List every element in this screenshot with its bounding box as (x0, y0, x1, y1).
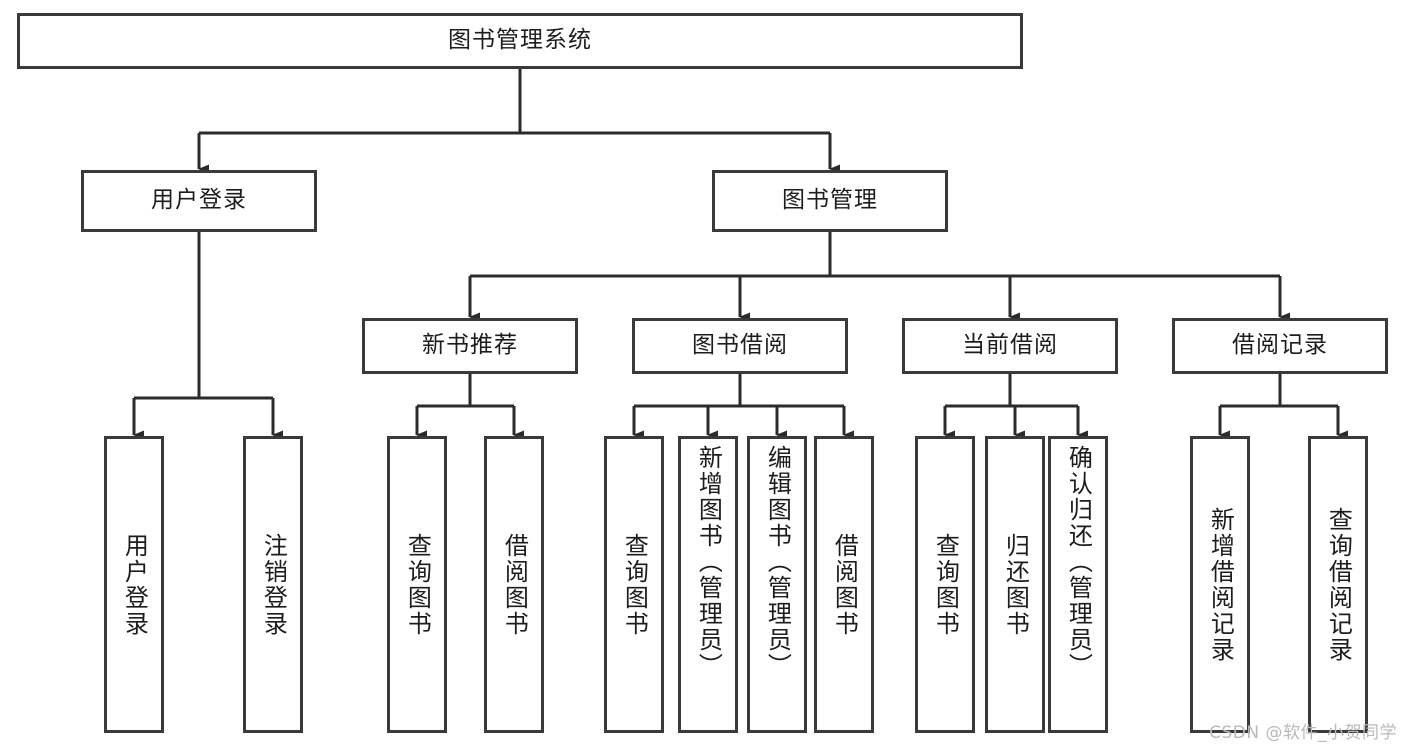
node-new-book-recommend[interactable]: 新书推荐 (362, 318, 578, 374)
leaf-record-add-record[interactable]: 新增借阅记录 (1190, 436, 1250, 733)
leaf-user-login[interactable]: 用户登录 (104, 436, 164, 733)
leaf-record-add-record-label: 新增借阅记录 (1206, 506, 1235, 663)
leaf-current-query-book[interactable]: 查询图书 (915, 436, 975, 733)
node-new-book-recommend-label: 新书推荐 (422, 332, 518, 359)
leaf-borrow-edit-book-admin[interactable]: 编辑图书（管理员） (747, 436, 807, 733)
node-book-borrow-label: 图书借阅 (692, 332, 788, 359)
node-root[interactable]: 图书管理系统 (17, 13, 1023, 69)
leaf-borrow-borrow-book-label: 借阅图书 (830, 532, 859, 637)
leaf-current-return-book[interactable]: 归还图书 (985, 436, 1045, 733)
leaf-current-query-book-label: 查询图书 (931, 532, 960, 637)
leaf-newbook-query-book[interactable]: 查询图书 (387, 436, 447, 733)
leaf-borrow-borrow-book[interactable]: 借阅图书 (814, 436, 874, 733)
leaf-record-query-record-label: 查询借阅记录 (1324, 506, 1353, 663)
leaf-user-logout[interactable]: 注销登录 (243, 436, 303, 733)
node-user-login-label: 用户登录 (151, 187, 247, 214)
leaf-borrow-edit-book-admin-label: 编辑图书（管理员） (763, 445, 792, 679)
connector-lines (132, 69, 1348, 440)
leaf-borrow-query-book[interactable]: 查询图书 (604, 436, 664, 733)
node-book-management[interactable]: 图书管理 (712, 170, 948, 232)
node-borrow-record-label: 借阅记录 (1232, 332, 1328, 359)
node-user-login[interactable]: 用户登录 (81, 170, 317, 232)
leaf-user-login-label: 用户登录 (120, 532, 149, 637)
node-book-management-label: 图书管理 (782, 187, 878, 214)
leaf-newbook-query-book-label: 查询图书 (403, 532, 432, 637)
node-book-borrow[interactable]: 图书借阅 (632, 318, 848, 374)
leaf-newbook-borrow-book[interactable]: 借阅图书 (484, 436, 544, 733)
leaf-current-confirm-return-admin[interactable]: 确认归还（管理员） (1048, 436, 1108, 733)
node-borrow-record[interactable]: 借阅记录 (1172, 318, 1388, 374)
leaf-borrow-add-book-admin-label: 新增图书（管理员） (694, 445, 723, 679)
leaf-borrow-query-book-label: 查询图书 (620, 532, 649, 637)
node-current-borrow-label: 当前借阅 (962, 332, 1058, 359)
leaf-current-return-book-label: 归还图书 (1001, 532, 1030, 637)
node-current-borrow[interactable]: 当前借阅 (902, 318, 1118, 374)
node-root-label: 图书管理系统 (448, 27, 592, 54)
leaf-borrow-add-book-admin[interactable]: 新增图书（管理员） (678, 436, 738, 733)
leaf-current-confirm-return-admin-label: 确认归还（管理员） (1064, 445, 1093, 679)
leaf-newbook-borrow-book-label: 借阅图书 (500, 532, 529, 637)
leaf-record-query-record[interactable]: 查询借阅记录 (1308, 436, 1368, 733)
leaf-user-logout-label: 注销登录 (259, 532, 288, 637)
